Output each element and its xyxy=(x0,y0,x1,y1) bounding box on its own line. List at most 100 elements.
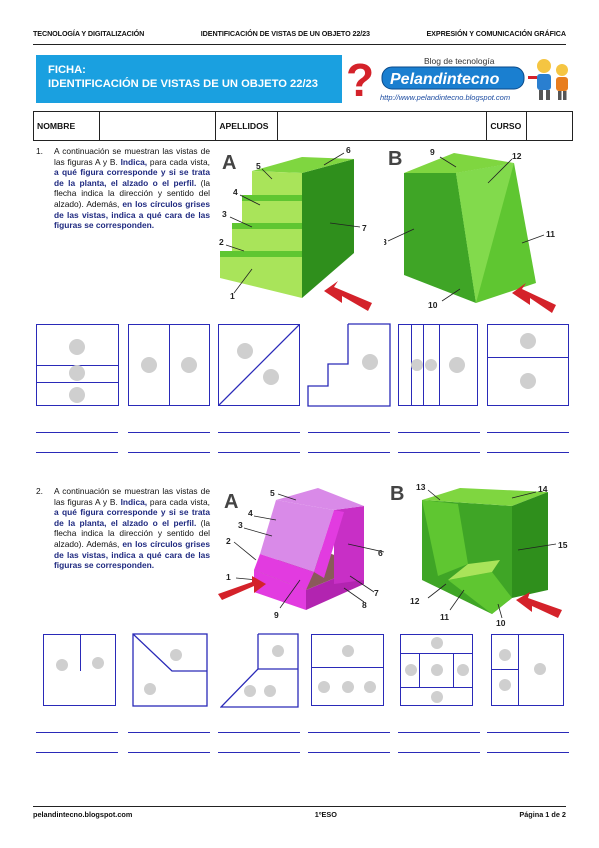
q1-fig-b-letter: B xyxy=(388,148,402,170)
q2-fig-a-labels: 1 2 3 4 5 6 7 8 9 xyxy=(226,488,383,620)
q1-view-5 xyxy=(398,324,478,406)
q1-fig-a-letter: A xyxy=(222,152,236,174)
q2-fig-b-letter: B xyxy=(390,483,404,505)
svg-text:2: 2 xyxy=(226,536,231,546)
q1-v1-face-circle xyxy=(69,365,85,381)
svg-text:11: 11 xyxy=(440,612,449,622)
q2-fig-a-letter: A xyxy=(224,491,238,513)
footer-page: Página 1 de 2 xyxy=(519,810,566,819)
q1-answer-line-3a[interactable] xyxy=(218,432,300,433)
q1-fig-a-labels: 1 2 3 4 5 6 7 xyxy=(219,145,367,301)
q2-answer-line-2a[interactable] xyxy=(128,732,210,733)
q2-figure-b: B 10 11 12 13 14 15 xyxy=(390,482,568,628)
svg-text:15: 15 xyxy=(558,540,568,550)
q2-answer-line-1a[interactable] xyxy=(36,732,118,733)
q1-figure-b: B 8 9 10 11 12 xyxy=(384,147,556,313)
svg-text:10: 10 xyxy=(428,300,438,310)
q1-answer-line-1b[interactable] xyxy=(36,452,118,453)
name-field[interactable] xyxy=(100,112,217,140)
q1-view-1 xyxy=(36,324,119,406)
footer-site[interactable]: pelandintecno.blogspot.com xyxy=(33,810,133,819)
question1-number: 1. xyxy=(36,146,43,156)
logo-url: http://www.pelandintecno.blogspot.com xyxy=(380,93,510,102)
logo-brand: Pelandintecno xyxy=(390,71,500,88)
q1-answer-line-6b[interactable] xyxy=(487,452,569,453)
q2-answer-line-4a[interactable] xyxy=(308,732,390,733)
q1-answer-line-4a[interactable] xyxy=(308,432,390,433)
q2-answer-line-5b[interactable] xyxy=(398,752,480,753)
svg-text:9: 9 xyxy=(430,147,435,157)
q2-fig-b-labels: 10 11 12 13 14 15 xyxy=(410,482,568,628)
q1-view-3 xyxy=(218,324,300,406)
svg-text:3: 3 xyxy=(238,520,243,530)
name-label: NOMBRE xyxy=(34,112,100,140)
q2-answer-line-6a[interactable] xyxy=(487,732,569,733)
q2-view-3 xyxy=(220,633,299,708)
q2-view-6 xyxy=(491,634,564,706)
svg-text:8: 8 xyxy=(362,600,367,610)
svg-text:14: 14 xyxy=(538,484,548,494)
q1-answer-line-2a[interactable] xyxy=(128,432,210,433)
svg-text:9: 9 xyxy=(274,610,279,620)
svg-text:12: 12 xyxy=(512,151,522,161)
logo-tagline: Blog de tecnología xyxy=(424,56,495,66)
q1-answer-line-5b[interactable] xyxy=(398,452,480,453)
q2-answer-line-3b[interactable] xyxy=(218,752,300,753)
q1-answer-line-3b[interactable] xyxy=(218,452,300,453)
svg-text:5: 5 xyxy=(270,488,275,498)
q1-answer-line-1a[interactable] xyxy=(36,432,118,433)
svg-text:4: 4 xyxy=(233,187,238,197)
svg-text:1: 1 xyxy=(230,291,235,301)
footer-course: 1ºESO xyxy=(314,810,337,819)
q1-fig-a-arrow-icon xyxy=(324,281,372,311)
q2-answer-line-6b[interactable] xyxy=(487,752,569,753)
svg-text:8: 8 xyxy=(384,237,387,247)
svg-text:?: ? xyxy=(346,54,374,106)
worker-mascot-icon xyxy=(556,64,568,100)
svg-text:13: 13 xyxy=(416,482,426,492)
svg-text:2: 2 xyxy=(219,237,224,247)
question-mark-icon: ? xyxy=(346,54,374,106)
header-block: EXPRESIÓN Y COMUNICACIÓN GRÁFICA xyxy=(426,29,566,38)
q2-answer-line-2b[interactable] xyxy=(128,752,210,753)
q2-answer-line-5a[interactable] xyxy=(398,732,480,733)
q1-fig-b-arrow-icon xyxy=(512,283,556,313)
page-header: TECNOLOGÍA Y DIGITALIZACIÓN IDENTIFICACI… xyxy=(33,29,566,45)
svg-text:1: 1 xyxy=(226,572,231,582)
q1-answer-line-4b[interactable] xyxy=(308,452,390,453)
student-info-table: NOMBRE APELLIDOS CURSO xyxy=(33,111,573,141)
q1-figure-a: A 1 2 3 4 5 6 7 xyxy=(219,145,372,311)
q2-answer-line-4b[interactable] xyxy=(308,752,390,753)
blog-logo: ? Blog de tecnología Pelandintecno http:… xyxy=(344,52,572,106)
svg-text:6: 6 xyxy=(378,548,383,558)
q1-view-4 xyxy=(307,323,391,407)
q1-answer-line-5a[interactable] xyxy=(398,432,480,433)
q2-fig-a-arrow-icon xyxy=(218,576,266,600)
svg-text:3: 3 xyxy=(222,209,227,219)
q1-answer-line-2b[interactable] xyxy=(128,452,210,453)
q1-answer-line-6a[interactable] xyxy=(487,432,569,433)
q2-answer-line-1b[interactable] xyxy=(36,752,118,753)
svg-text:12: 12 xyxy=(410,596,420,606)
q1-view-2 xyxy=(128,324,210,406)
q2-fig-b-arrow-icon xyxy=(516,592,562,618)
course-field[interactable] xyxy=(527,112,572,140)
q2-figure-a: A 1 2 3 4 5 6 7 8 9 xyxy=(218,488,385,620)
q1-v1-face-circle xyxy=(69,387,85,403)
svg-text:6: 6 xyxy=(346,145,351,155)
q2-view-1 xyxy=(43,634,116,706)
question2-number: 2. xyxy=(36,486,43,496)
q2-answer-line-3a[interactable] xyxy=(218,732,300,733)
svg-text:11: 11 xyxy=(546,229,555,239)
header-subject: TECNOLOGÍA Y DIGITALIZACIÓN xyxy=(33,29,145,38)
q2-view-5 xyxy=(400,634,473,706)
q1-fig-b-labels: 8 9 10 11 12 xyxy=(384,147,555,310)
surname-field[interactable] xyxy=(278,112,488,140)
header-title: IDENTIFICACIÓN DE VISTAS DE UN OBJETO 22… xyxy=(200,29,370,38)
svg-text:5: 5 xyxy=(256,161,261,171)
page-footer: pelandintecno.blogspot.com 1ºESO Página … xyxy=(33,806,566,819)
question1-text: 1. A continuación se muestran las vistas… xyxy=(36,146,210,231)
q1-view-6 xyxy=(487,324,569,406)
svg-text:7: 7 xyxy=(374,588,379,598)
q1-v1-face-circle xyxy=(69,339,85,355)
